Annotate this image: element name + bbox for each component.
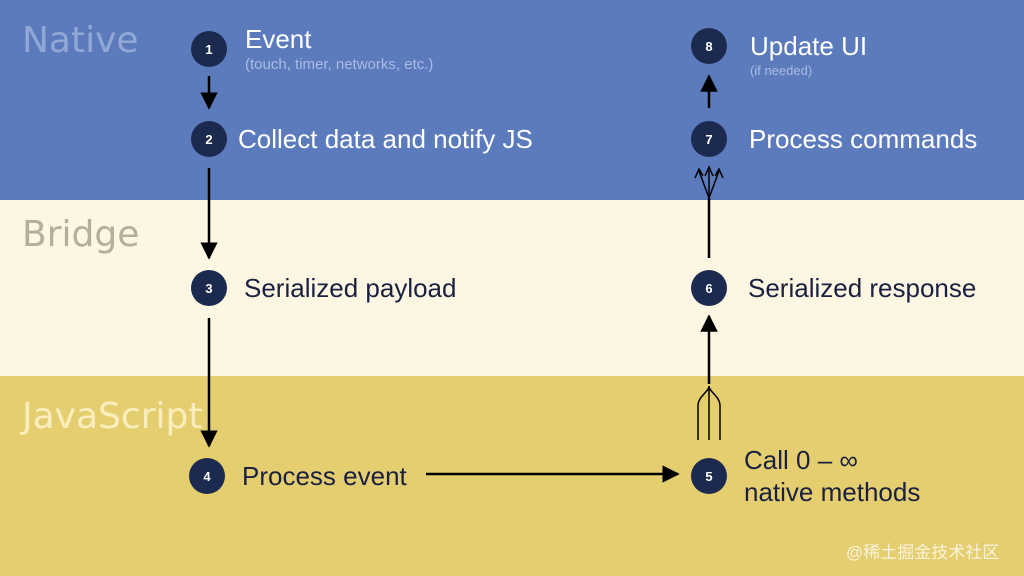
step-5-label-line-2: native methods [744, 477, 921, 507]
bridge-band-label: Bridge [22, 214, 140, 255]
step-8-badge: 8 [691, 28, 727, 64]
step-2-label: Collect data and notify JS [238, 124, 533, 154]
arrow-5-to-6 [697, 314, 721, 440]
step-5-label-line-1: Call 0 – ∞ [744, 445, 858, 475]
native-band-label: Native [22, 20, 139, 61]
step-8-label: Update UI [750, 31, 868, 61]
step-8-sublabel: (if needed) [750, 63, 813, 78]
step-1-sublabel: (touch, timer, networks, etc.) [245, 56, 434, 73]
step-1-label: Event [245, 24, 312, 54]
step-4-badge: 4 [189, 458, 225, 494]
arrow-6-to-7 [694, 165, 724, 258]
step-1-badge: 1 [191, 31, 227, 67]
watermark: @稀土掘金技术社区 [846, 543, 1000, 562]
step-6-label: Serialized response [748, 273, 977, 303]
step-5-badge: 5 [691, 458, 727, 494]
native-band [0, 0, 1024, 200]
step-3-label: Serialized payload [244, 273, 457, 303]
step-7-label: Process commands [749, 124, 978, 154]
step-4-label: Process event [242, 461, 407, 491]
step-6-badge: 6 [691, 270, 727, 306]
step-7-badge: 7 [691, 121, 727, 157]
javascript-band-label: JavaScript [22, 396, 203, 437]
step-3-badge: 3 [191, 270, 227, 306]
bridge-band [0, 200, 1024, 376]
javascript-band [0, 376, 1024, 576]
step-2-badge: 2 [191, 121, 227, 157]
